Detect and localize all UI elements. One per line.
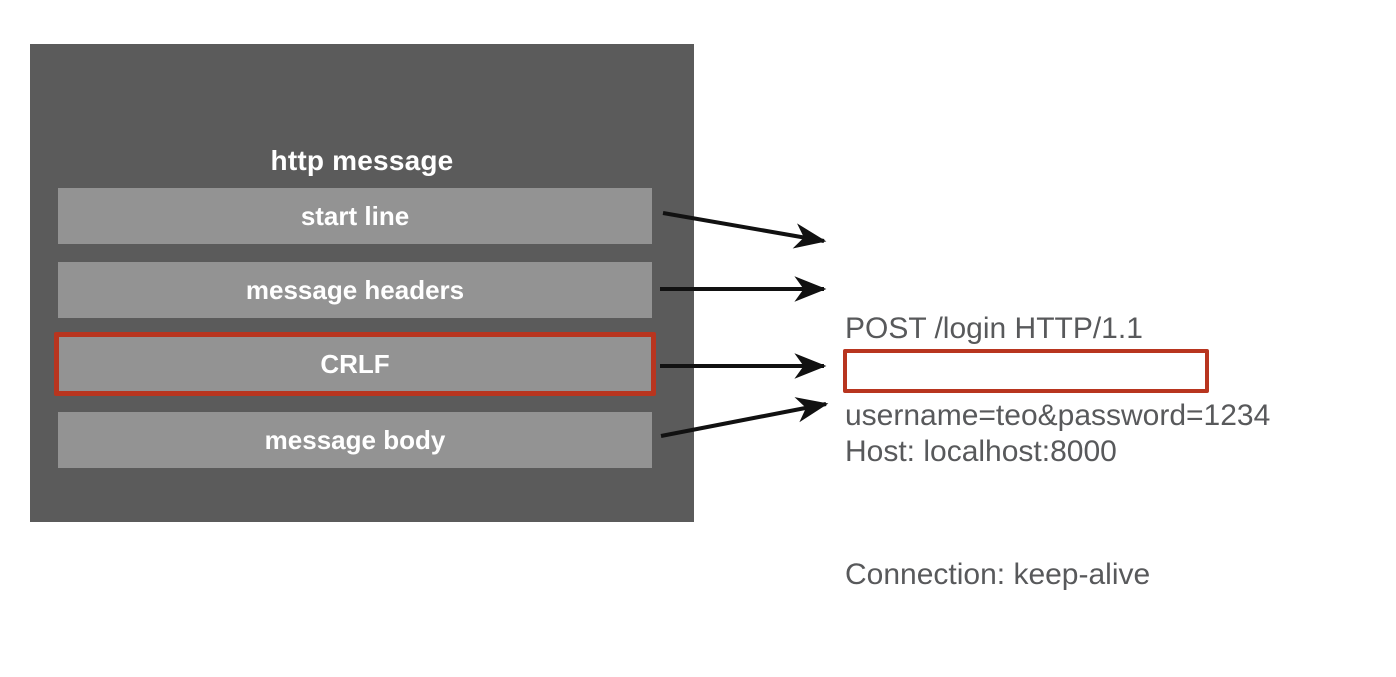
raw-line-message-body: username=teo&password=1234: [845, 399, 1271, 432]
raw-crlf-blank-line-box: [843, 349, 1209, 393]
raw-line-start-line: POST /login HTTP/1.1: [845, 312, 1143, 345]
section-label: start line: [300, 200, 410, 231]
page-title: http message: [270, 145, 454, 176]
section-box-crlf[interactable]: CRLF: [58, 336, 652, 392]
raw-http-message: POST /login HTTP/1.1 Host: localhost:800…: [845, 226, 1150, 677]
section-label: message body: [264, 424, 446, 455]
section-label: message headers: [245, 274, 465, 305]
section-box-start-line[interactable]: start line: [58, 188, 652, 244]
http-message-panel: http message start line message headers …: [30, 44, 694, 522]
section-box-message-body[interactable]: message body: [58, 412, 652, 468]
raw-line-host-header: Host: localhost:8000: [845, 435, 1117, 468]
section-box-message-headers[interactable]: message headers: [58, 262, 652, 318]
diagram-canvas: http message start line message headers …: [30, 44, 1271, 591]
section-label: CRLF: [320, 348, 390, 379]
raw-line-connection-header: Connection: keep-alive: [845, 558, 1151, 591]
